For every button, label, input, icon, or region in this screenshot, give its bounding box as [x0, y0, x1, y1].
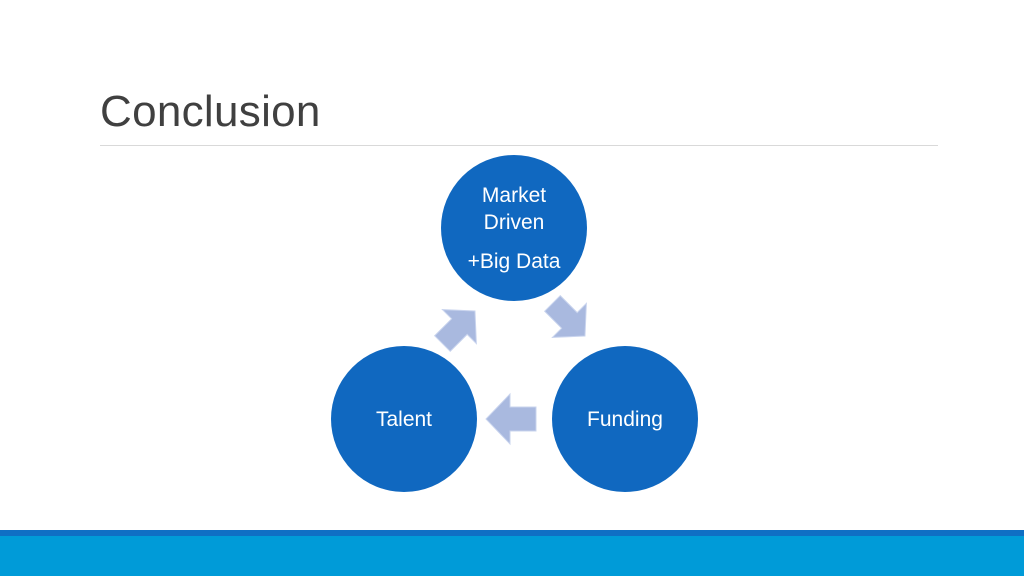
- node-talent: Talent: [331, 346, 477, 492]
- bottom-accent-bar: [0, 530, 1024, 576]
- node-market-driven: Market Driven +Big Data: [441, 155, 587, 301]
- arrow-market-to-funding: [543, 294, 587, 338]
- node-market-line-1: Market: [481, 183, 547, 207]
- arrow-funding-to-talent: [485, 392, 537, 446]
- node-market-line-2: Driven: [483, 210, 545, 234]
- node-funding: Funding: [552, 346, 698, 492]
- title-divider: [100, 145, 938, 146]
- bottom-accent-stripe: [0, 530, 1024, 536]
- slide-title: Conclusion: [100, 87, 321, 136]
- node-funding-label: Funding: [587, 407, 663, 431]
- node-talent-label: Talent: [375, 407, 433, 431]
- node-market-line-3: +Big Data: [467, 249, 561, 273]
- arrow-talent-to-market: [433, 309, 477, 353]
